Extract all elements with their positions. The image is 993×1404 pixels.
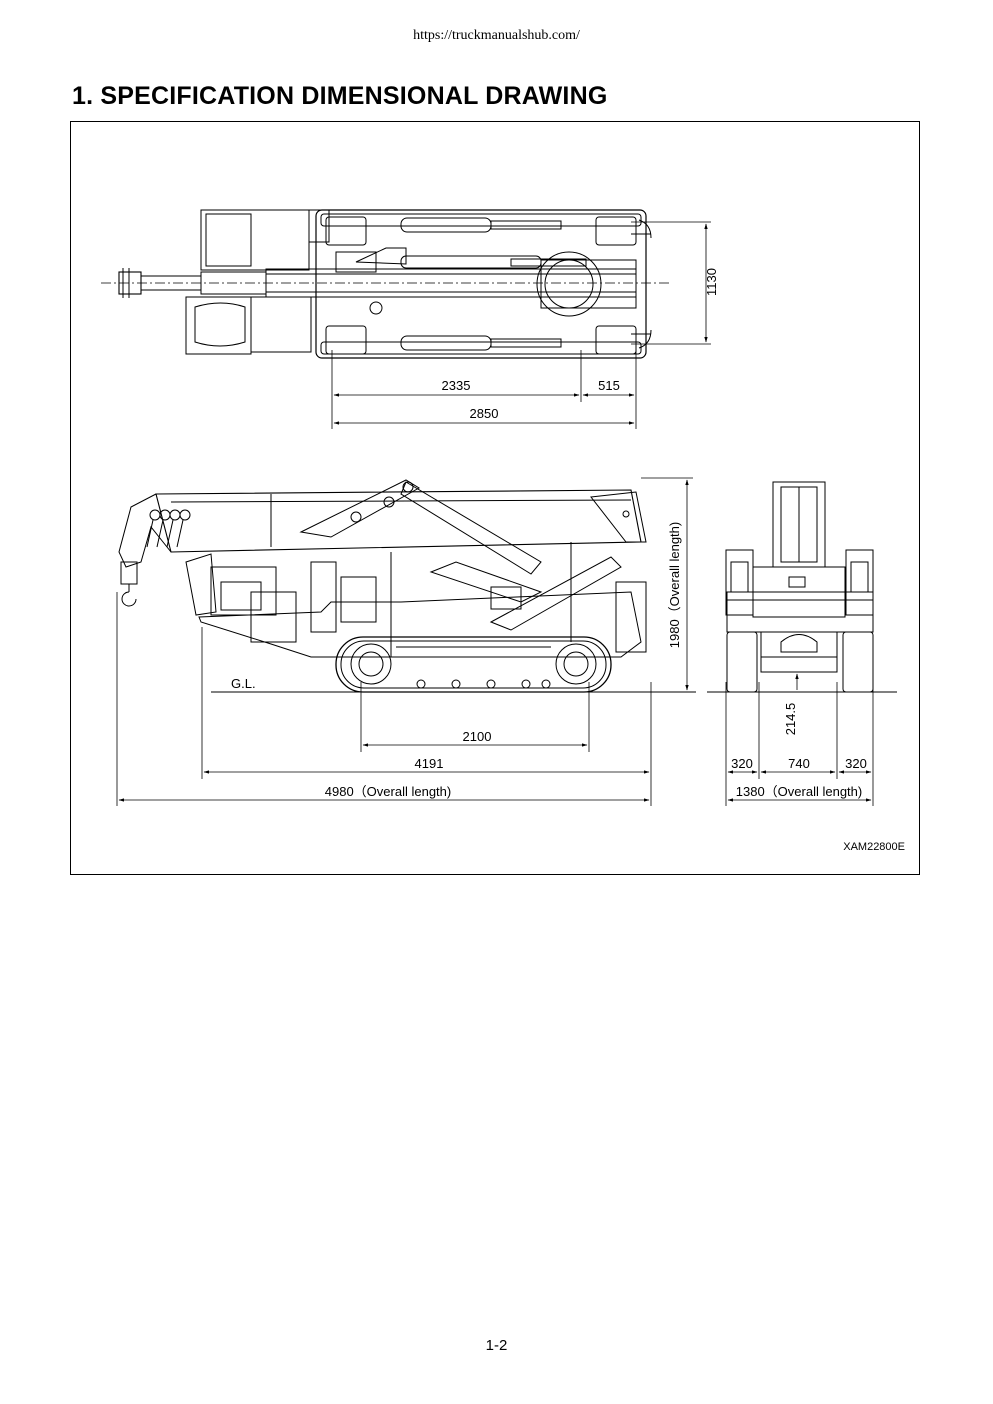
dim-side-track: 2100 — [463, 729, 492, 744]
front-view-dimensions — [725, 673, 874, 806]
dim-top-a: 2335 — [442, 378, 471, 393]
side-view-dimensions — [116, 477, 693, 806]
dim-side-height: 1980（Overall length) — [667, 522, 682, 648]
top-view-dimensions — [331, 221, 711, 429]
section-title: 1. SPECIFICATION DIMENSIONAL DRAWING — [72, 82, 608, 110]
ground-label: G.L. — [231, 676, 256, 691]
source-url: https://truckmanualshub.com/ — [413, 28, 580, 43]
dim-front-clearance: 214.5 — [783, 703, 798, 736]
dim-top-b: 515 — [598, 378, 620, 393]
drawing-frame: 1130 2335 515 2850 — [70, 121, 920, 875]
dim-side-body: 4191 — [415, 756, 444, 771]
dim-front-overall: 1380（Overall length) — [736, 784, 862, 799]
dim-top-width: 1130 — [704, 268, 719, 296]
dimensional-drawing: 1130 2335 515 2850 — [101, 209, 905, 853]
front-view-crane — [725, 481, 874, 693]
dim-front-center: 740 — [788, 756, 810, 771]
dim-front-left: 320 — [731, 756, 753, 771]
dim-top-total: 2850 — [470, 406, 499, 421]
drawing-code: XAM22800E — [843, 841, 905, 853]
top-view-crane — [101, 209, 671, 359]
dim-side-overall: 4980（Overall length) — [325, 784, 451, 799]
dim-front-right: 320 — [845, 756, 867, 771]
side-view-crane — [118, 479, 647, 693]
page-number: 1-2 — [485, 1337, 508, 1354]
